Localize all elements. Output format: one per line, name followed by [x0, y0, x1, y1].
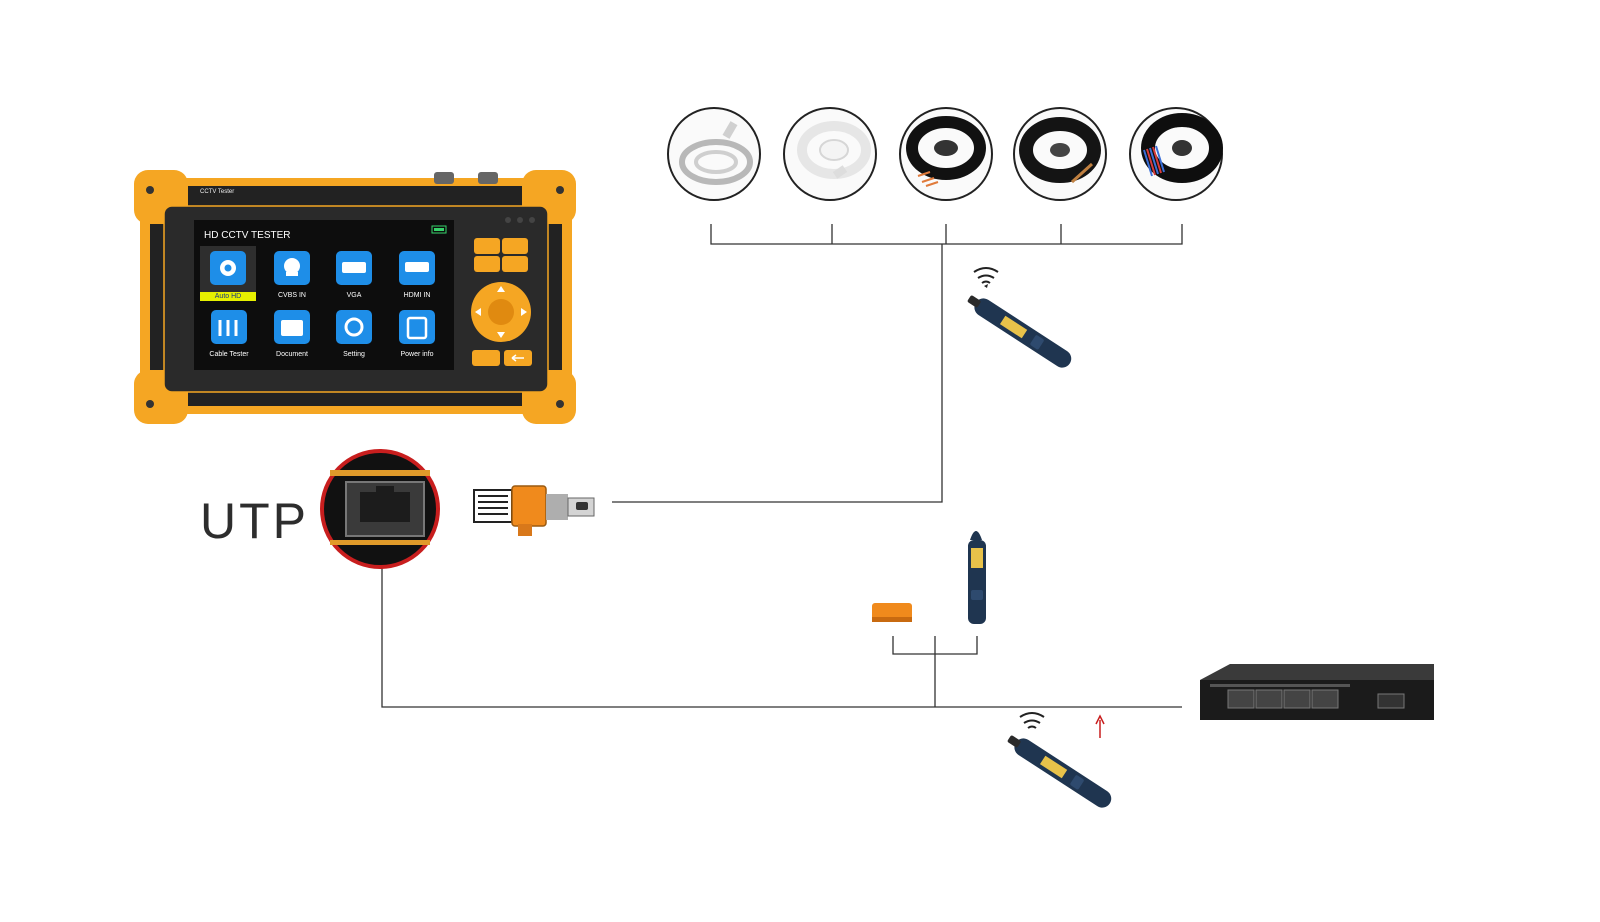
- app-label-auto-hd: Auto HD: [200, 292, 256, 301]
- cable-roll-coaxial: [1013, 107, 1107, 201]
- remote-terminator: [872, 603, 912, 622]
- utp-label: UTP: [200, 493, 309, 549]
- battery-icon: [431, 225, 447, 234]
- cable-roll-multicore: [899, 107, 993, 201]
- cable-roll-cat-network: [667, 107, 761, 201]
- app-label-document: Document: [276, 351, 308, 358]
- sub-bus: [892, 636, 978, 707]
- cctv-tester-device: [134, 170, 576, 424]
- app-label-cvbs-in: CVBS IN: [277, 292, 306, 299]
- connection-lines: [381, 224, 1183, 708]
- utp-line: [381, 568, 1182, 708]
- wireless-signal-icon: [973, 267, 999, 284]
- cable-roll-multipair: [1129, 107, 1223, 201]
- app-label-cable-tester: Cable Tester: [209, 351, 249, 358]
- tone-probe-upright: [968, 531, 986, 624]
- network-switch: [1200, 664, 1434, 720]
- arrow-up-icon: [1095, 714, 1105, 738]
- app-label-setting: Setting: [343, 351, 365, 358]
- bnc-line: [612, 244, 943, 503]
- cable-roll-telephone: [783, 107, 877, 201]
- app-label-hdmi-in: HDMI IN: [403, 292, 431, 299]
- wireless-signal-icon: [1019, 712, 1045, 729]
- tone-probe-bottom: [1007, 712, 1112, 808]
- tone-probe-top: [967, 267, 1072, 368]
- device-brand-label: CCTV Tester: [200, 189, 235, 195]
- cable-bus-top: [710, 224, 1183, 245]
- gear-icon: [336, 310, 372, 344]
- back-icon: [511, 354, 524, 362]
- screen-title: HD CCTV TESTER: [204, 230, 291, 241]
- app-label-vga: VGA: [346, 292, 362, 299]
- utp-port-closeup: [320, 449, 440, 569]
- app-label-power-info: Power info: [400, 351, 434, 358]
- rj45-bnc-adapter: [473, 485, 595, 536]
